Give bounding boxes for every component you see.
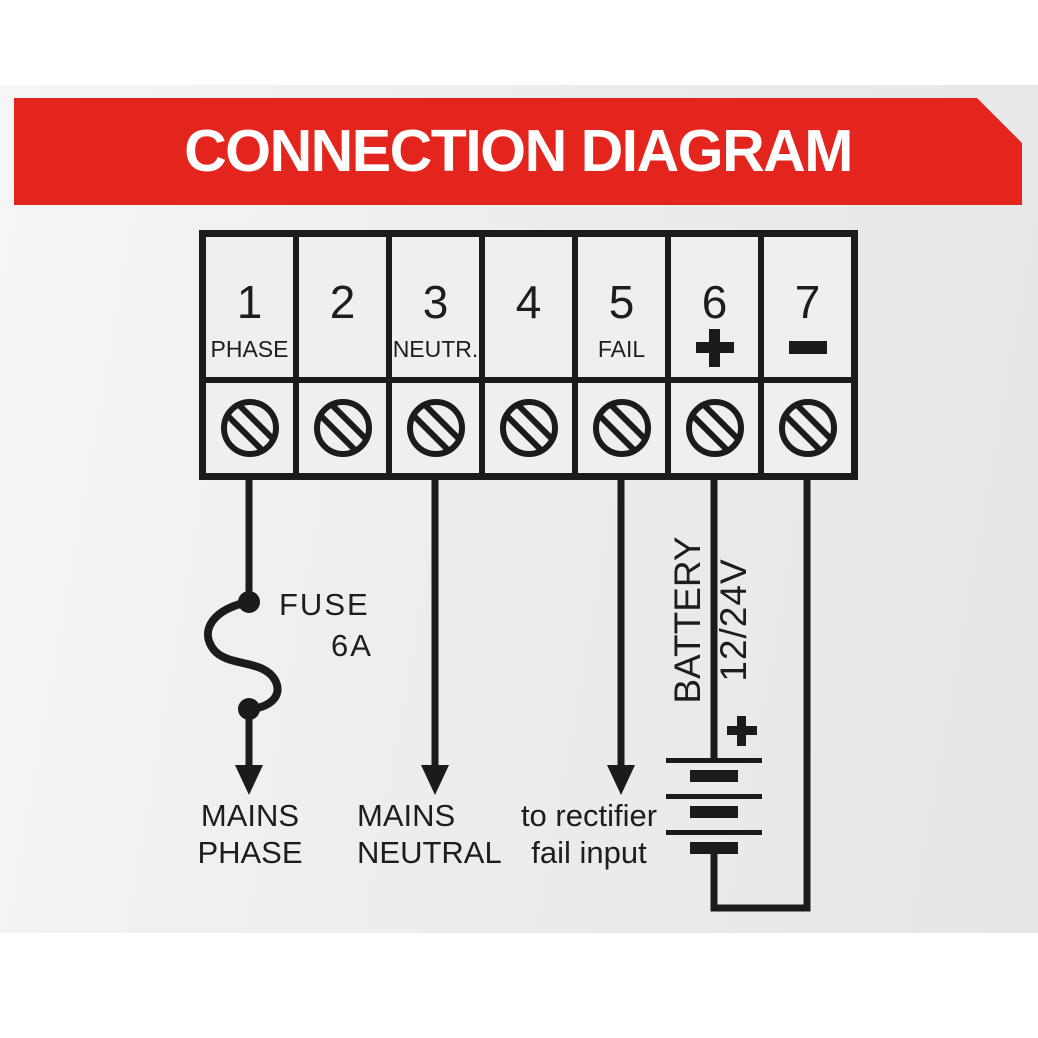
rectifier-label: to rectifier fail input [510,797,668,871]
terminal-2: 2 [299,237,386,377]
page-title: CONNECTION DIAGRAM [184,118,853,184]
screw-terminal-5 [578,383,665,473]
terminal-number: 2 [329,276,356,328]
terminal-3: 3 NEUTR. [392,237,479,377]
terminal-number: 3 [422,276,449,328]
battery-voltage-label: 12/24V [713,558,754,682]
terminal-4: 4 [485,237,572,377]
screw-terminal-6 [671,383,758,473]
screw-icon [406,399,465,457]
screw-icon [778,399,837,457]
fuse-rating-label: 6A [331,628,373,663]
rectifier-line2: fail input [531,835,647,870]
rectifier-line1: to rectifier [520,798,658,833]
terminal-1: 1 PHASE [206,237,293,377]
terminal-7: 7 [764,237,851,377]
screw-terminal-3 [392,383,479,473]
terminal-6: 6 [671,237,758,377]
terminal-5: 5 FAIL [578,237,665,377]
terminal-number: 4 [515,276,542,328]
screw-terminal-2 [299,383,386,473]
terminal-block: 1 PHASE 2 3 NEUTR. 4 5 FAIL 6 7 [199,230,858,480]
battery-label: BATTERY [667,536,708,704]
terminal-label: PHASE [210,336,289,362]
terminal-label: FAIL [597,336,646,362]
mains-neutral-line1: MAINS [357,798,456,833]
terminal-label: NEUTR. [392,336,479,362]
screw-icon [685,399,744,457]
mains-neutral-label: MAINS NEUTRAL [357,797,502,871]
plus-symbol [695,329,734,367]
screw-terminal-1 [206,383,293,473]
screw-icon [313,399,372,457]
screw-icon [499,399,558,457]
screw-terminal-7 [764,383,851,473]
screw-icon [220,399,279,457]
terminal-number: 7 [794,276,821,328]
page-background [0,85,1038,933]
mains-neutral-line2: NEUTRAL [357,835,502,870]
mains-phase-line1: MAINS [200,798,300,833]
minus-symbol [788,341,827,354]
screw-terminal-4 [485,383,572,473]
mains-phase-label: MAINS PHASE [190,797,310,871]
banner: CONNECTION DIAGRAM [14,98,1022,205]
terminal-number: 6 [701,276,728,328]
terminal-number: 1 [236,276,263,328]
terminal-number: 5 [608,276,635,328]
mains-phase-line2: PHASE [197,835,303,870]
fuse-label: FUSE [279,587,370,622]
screw-icon [592,399,651,457]
